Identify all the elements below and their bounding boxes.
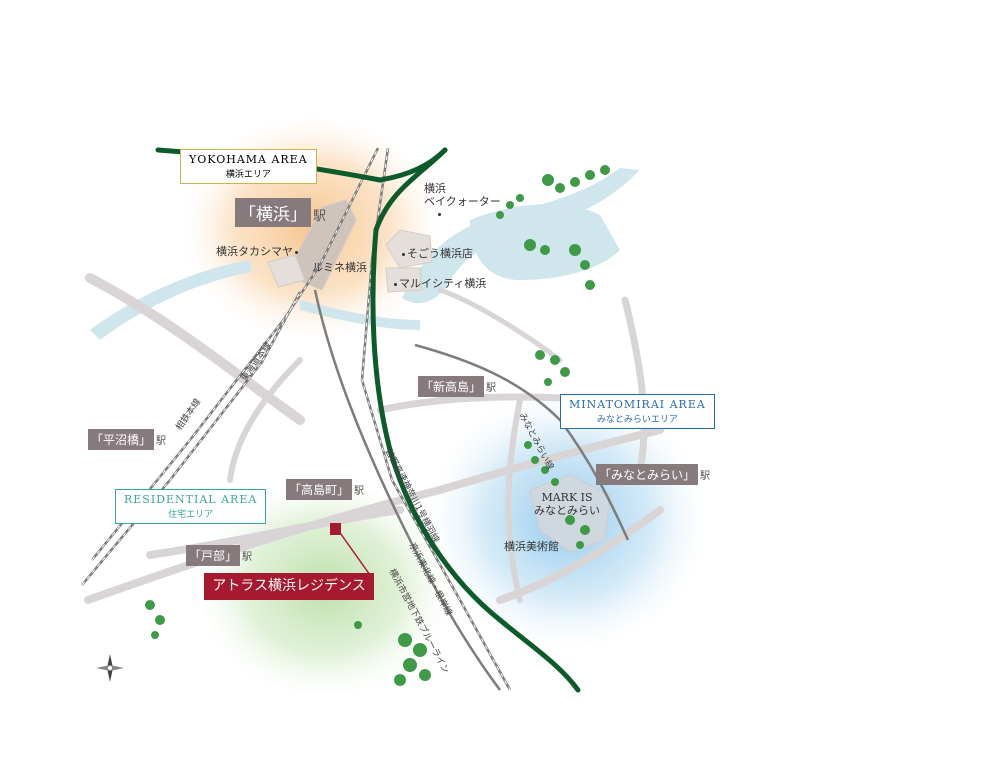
station-yokohama: 「横浜」駅	[235, 198, 326, 227]
property-marker	[330, 523, 341, 535]
station-minatomirai-name: 「みなとみらい」	[596, 464, 699, 485]
bay-quarter-line2: ベイクォーター	[424, 194, 501, 208]
property-leader	[337, 529, 371, 576]
buildings	[267, 199, 611, 553]
sogo-building	[385, 229, 433, 269]
station-hiranumabashi: 「平沼橋」駅	[88, 429, 166, 450]
station-shintakashima: 「新高島」駅	[418, 376, 496, 397]
yokohama-area-box: YOKOHAMA AREA 横浜エリア	[180, 149, 317, 184]
river-north	[402, 168, 640, 304]
minatomirai-rail	[414, 343, 630, 541]
landmark-marui: マルイシティ横浜	[392, 277, 487, 291]
property-label: アトラス横浜レジデンス	[204, 573, 374, 600]
blueline-rail	[313, 289, 502, 691]
minatomirai-area-en: MINATOMIRAI AREA	[569, 398, 706, 411]
station-shintakashima-suffix: 駅	[486, 383, 497, 394]
landmark-bay-quarter: 横浜 ベイクォーター	[424, 182, 501, 221]
yokohama-area-ja: 横浜エリア	[225, 170, 271, 180]
station-takashimacho-suffix: 駅	[354, 486, 365, 497]
bay-quarter-line1: 横浜	[424, 182, 446, 195]
landmark-takashimaya: 横浜タカシマヤ	[216, 245, 300, 259]
minatomirai-area-box: MINATOMIRAI AREA みなとみらいエリア	[560, 394, 715, 429]
station-yokohama-name: 「横浜」	[235, 198, 311, 227]
marui-label: マルイシティ横浜	[399, 277, 487, 290]
museum-label: 横浜美術館	[504, 540, 559, 553]
marui-building	[385, 267, 423, 293]
station-minatomirai: 「みなとみらい」駅	[596, 464, 710, 485]
station-hiranumabashi-suffix: 駅	[156, 436, 167, 447]
highway-main	[370, 227, 581, 693]
mark-is-line1: MARK IS	[541, 491, 593, 504]
landmark-mark-is: MARK IS みなとみらい	[534, 491, 600, 517]
minatomirai-area-ja: みなとみらいエリア	[596, 415, 678, 425]
station-tobe: 「戸部」駅	[186, 545, 252, 566]
rail-dashes	[81, 147, 511, 691]
canal-mid	[300, 300, 420, 330]
lumine-label: ルミネ横浜	[312, 261, 367, 274]
sogo-label: そごう横浜店	[407, 247, 473, 260]
marui-dot	[394, 282, 397, 286]
yokohama-area-en: YOKOHAMA AREA	[189, 153, 308, 166]
mark-is-line2: みなとみらい	[534, 503, 600, 517]
landmark-lumine: ルミネ横浜	[312, 261, 367, 275]
takashimaya-building	[267, 254, 306, 288]
residential-area-ja: 住宅エリア	[168, 510, 214, 520]
station-tobe-suffix: 駅	[242, 552, 253, 563]
bay-quarter-dot	[438, 212, 441, 216]
residential-area-box: RESIDENTIAL AREA 住宅エリア	[115, 489, 267, 524]
station-shintakashima-name: 「新高島」	[418, 376, 485, 397]
residential-area-en: RESIDENTIAL AREA	[124, 493, 258, 506]
station-tobe-name: 「戸部」	[186, 545, 241, 566]
station-hiranumabashi-name: 「平沼橋」	[88, 429, 155, 450]
takashimaya-label: 横浜タカシマヤ	[216, 245, 293, 258]
canal-west	[90, 260, 252, 340]
station-takashimacho: 「高島町」駅	[286, 479, 364, 500]
station-takashimacho-name: 「高島町」	[286, 479, 353, 500]
markis-building	[529, 474, 611, 553]
roads	[84, 273, 664, 604]
station-minatomirai-suffix: 駅	[700, 471, 711, 482]
landmark-sogo: そごう横浜店	[400, 247, 473, 261]
station-building	[285, 199, 357, 291]
parks	[145, 165, 610, 686]
landmark-museum: 横浜美術館	[504, 540, 559, 554]
compass-icon	[96, 654, 124, 682]
sogo-dot	[402, 252, 405, 256]
station-yokohama-suffix: 駅	[313, 209, 327, 224]
takashimaya-dot	[295, 250, 298, 254]
highway-loop	[373, 147, 448, 233]
